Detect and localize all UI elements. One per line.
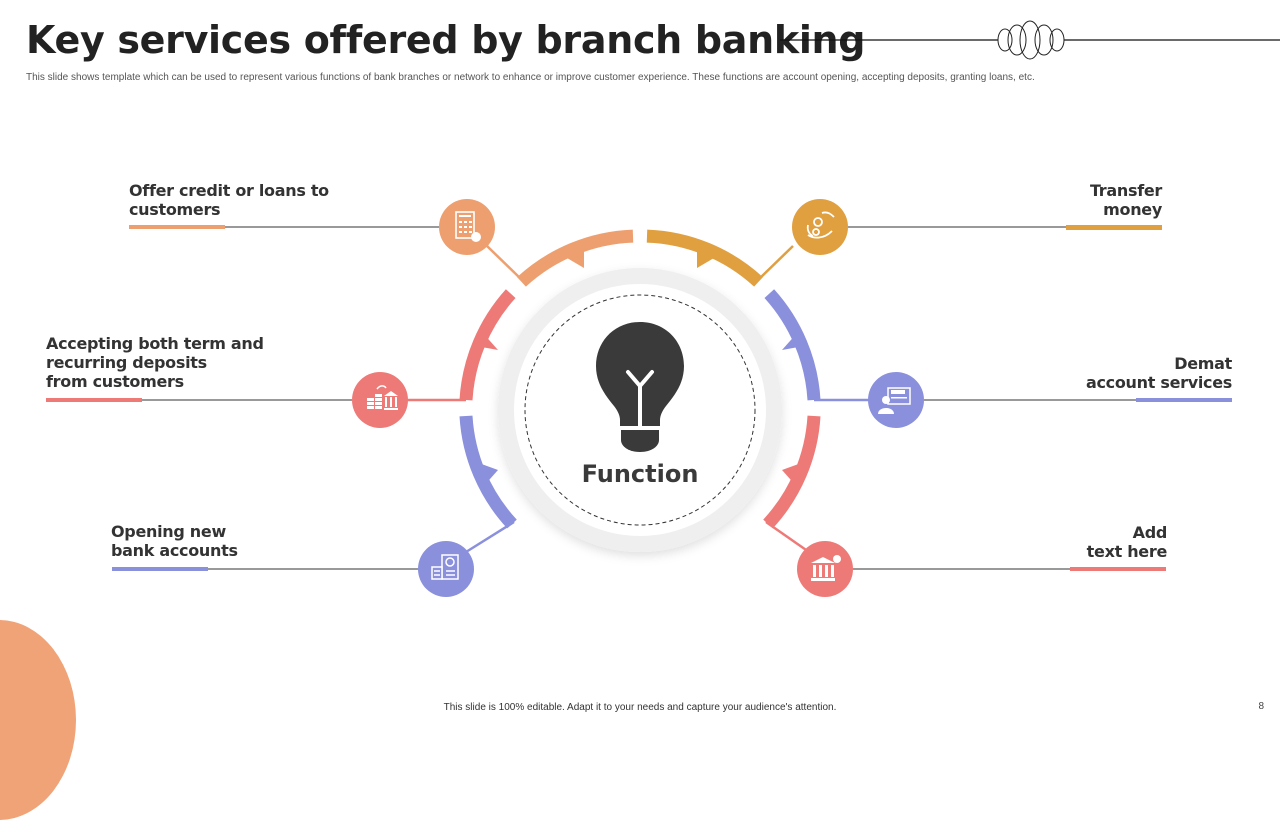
icon-credit — [439, 199, 495, 255]
icon-deposits — [352, 372, 408, 428]
underline-accounts — [112, 567, 208, 571]
account-forms-icon — [431, 554, 459, 580]
header-decoration — [780, 20, 1280, 60]
page-number: 8 — [1258, 701, 1264, 712]
arc-segment-credit — [517, 229, 634, 287]
page-subtitle: This slide shows template which can be u… — [26, 72, 1035, 83]
arc-segment-transfer — [646, 229, 763, 287]
icon-addtext — [797, 541, 853, 597]
icon-transfer — [792, 199, 848, 255]
demo-presentation-icon — [878, 387, 911, 414]
underline-demat — [1136, 398, 1232, 402]
money-transfer-hand-icon — [806, 211, 835, 239]
lightbulb-icon — [596, 322, 684, 452]
underline-transfer — [1066, 225, 1162, 230]
dashed-circle — [524, 294, 756, 526]
icon-demat — [868, 372, 924, 428]
underline-deposits — [46, 398, 142, 402]
footer-note: This slide is 100% editable. Adapt it to… — [443, 702, 837, 713]
center-function-label: Function — [581, 460, 699, 488]
underline-addtext — [1070, 567, 1166, 571]
icon-accounts — [418, 541, 474, 597]
underline-credit — [129, 225, 225, 229]
bank-location-icon — [811, 555, 841, 581]
page-title: Key services offered by branch banking — [26, 18, 866, 62]
function-diagram — [46, 199, 1232, 597]
loan-document-icon — [455, 211, 475, 239]
coins-to-bank-icon — [367, 385, 398, 410]
